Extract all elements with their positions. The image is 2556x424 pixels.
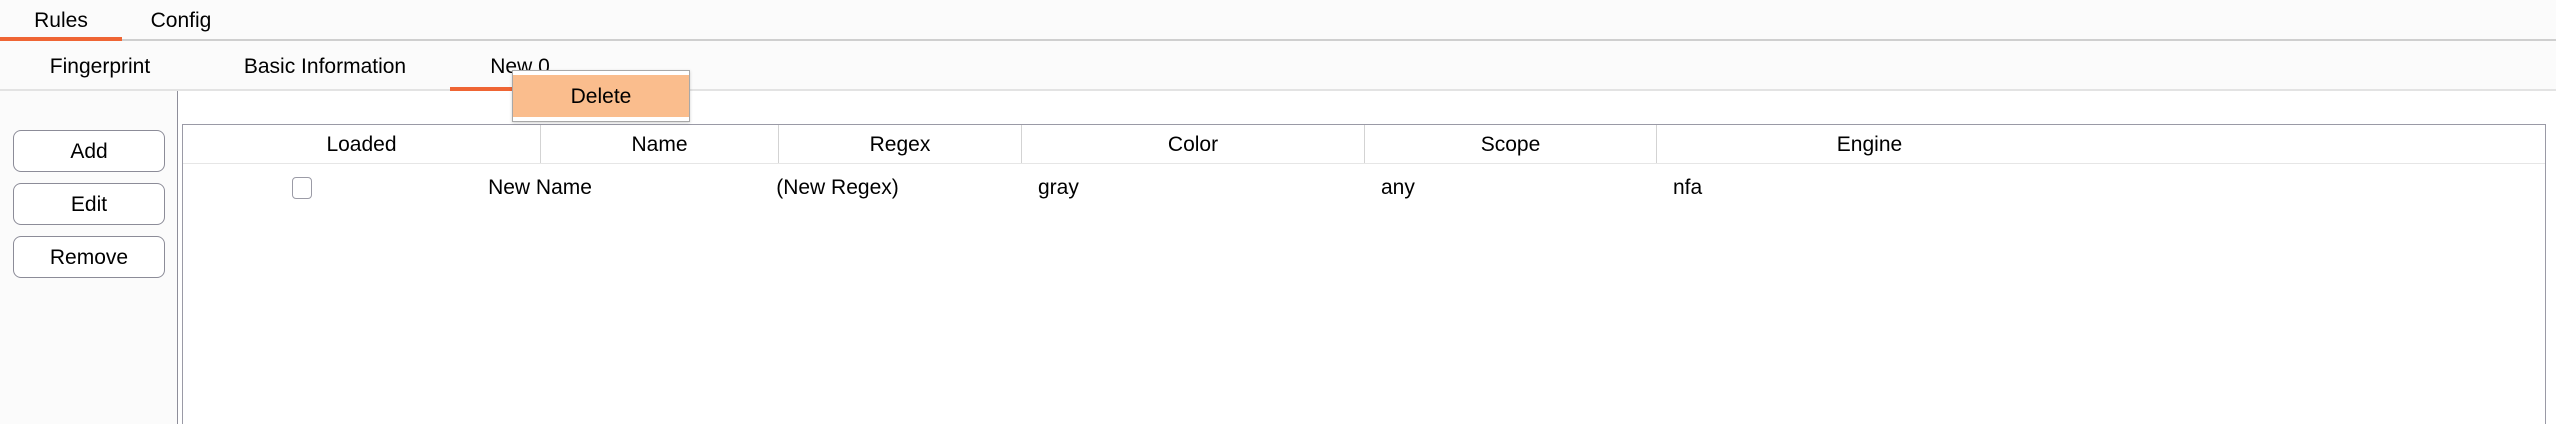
loaded-checkbox[interactable] <box>292 176 312 199</box>
tab-fingerprint-label: Fingerprint <box>49 54 151 78</box>
cell-regex: (New Regex) <box>776 176 899 199</box>
cell-engine: nfa <box>1673 176 1703 199</box>
tab-config[interactable]: Config <box>122 0 240 41</box>
remove-button[interactable]: Remove <box>13 236 165 278</box>
secondary-tab-bar: Fingerprint Basic Information New 0 <box>0 41 2556 91</box>
rules-table: Loaded Name Regex Color Scope Engine New… <box>182 124 2546 424</box>
add-button[interactable]: Add <box>13 130 165 172</box>
column-header-name[interactable]: Name <box>540 125 778 163</box>
cell-loaded <box>183 164 421 211</box>
tab-rules-active-indicator <box>0 37 122 41</box>
context-menu-item-delete[interactable]: Delete <box>513 75 689 117</box>
cell-color: gray <box>1038 176 1079 199</box>
tab-rules[interactable]: Rules <box>0 0 122 41</box>
primary-tab-underline-track <box>0 39 2556 41</box>
secondary-tab-underline-track <box>0 89 2556 91</box>
column-header-scope[interactable]: Scope <box>1364 125 1656 163</box>
column-header-loaded[interactable]: Loaded <box>326 132 397 156</box>
tab-basic-information-label: Basic Information <box>243 54 407 78</box>
action-button-panel: Add Edit Remove <box>0 91 178 424</box>
column-header-color[interactable]: Color <box>1021 125 1364 163</box>
cell-scope: any <box>1381 176 1415 199</box>
edit-button-label: Edit <box>70 192 108 216</box>
cell-name: New Name <box>488 176 592 199</box>
primary-tab-bar: Rules Config <box>0 0 2556 41</box>
tab-rules-label: Rules <box>34 9 88 32</box>
tab-basic-information[interactable]: Basic Information <box>200 41 450 91</box>
context-menu: Delete <box>512 70 690 122</box>
column-header-regex[interactable]: Regex <box>778 125 1021 163</box>
edit-button[interactable]: Edit <box>13 183 165 225</box>
content-area: Add Edit Remove Loaded Name Regex Color … <box>0 91 2556 424</box>
tab-fingerprint[interactable]: Fingerprint <box>0 41 200 91</box>
tab-config-label: Config <box>150 9 212 32</box>
table-row[interactable]: New Name (New Regex) gray any nfa <box>183 164 2545 211</box>
add-button-label: Add <box>70 139 108 163</box>
remove-button-label: Remove <box>49 245 129 269</box>
column-header-engine[interactable]: Engine <box>1656 125 2082 163</box>
table-header-row: Loaded Name Regex Color Scope Engine <box>183 125 2545 164</box>
